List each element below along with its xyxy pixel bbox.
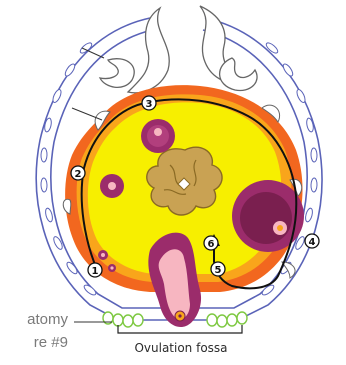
svg-text:2: 2 xyxy=(75,169,82,180)
marker-6: 6 xyxy=(204,236,218,250)
follicle-large-right xyxy=(232,180,304,252)
marker-2: 2 xyxy=(71,166,85,180)
svg-text:5: 5 xyxy=(215,265,222,276)
left-caption-line-1: atomy xyxy=(0,311,68,328)
marker-5: 5 xyxy=(211,262,225,276)
svg-text:4: 4 xyxy=(309,237,316,248)
ovulation-fossa-label: Ovulation fossa xyxy=(92,341,270,355)
svg-text:3: 3 xyxy=(146,99,153,110)
marker-4: 4 xyxy=(305,234,319,248)
left-caption-line-2: re #9 xyxy=(0,334,68,351)
follicle-top xyxy=(141,119,175,153)
marker-3: 3 xyxy=(142,96,156,110)
svg-text:1: 1 xyxy=(92,266,99,277)
upper-vessels xyxy=(100,6,257,93)
marker-1: 1 xyxy=(88,263,102,277)
follicle-left xyxy=(100,174,124,198)
svg-text:6: 6 xyxy=(208,239,215,250)
